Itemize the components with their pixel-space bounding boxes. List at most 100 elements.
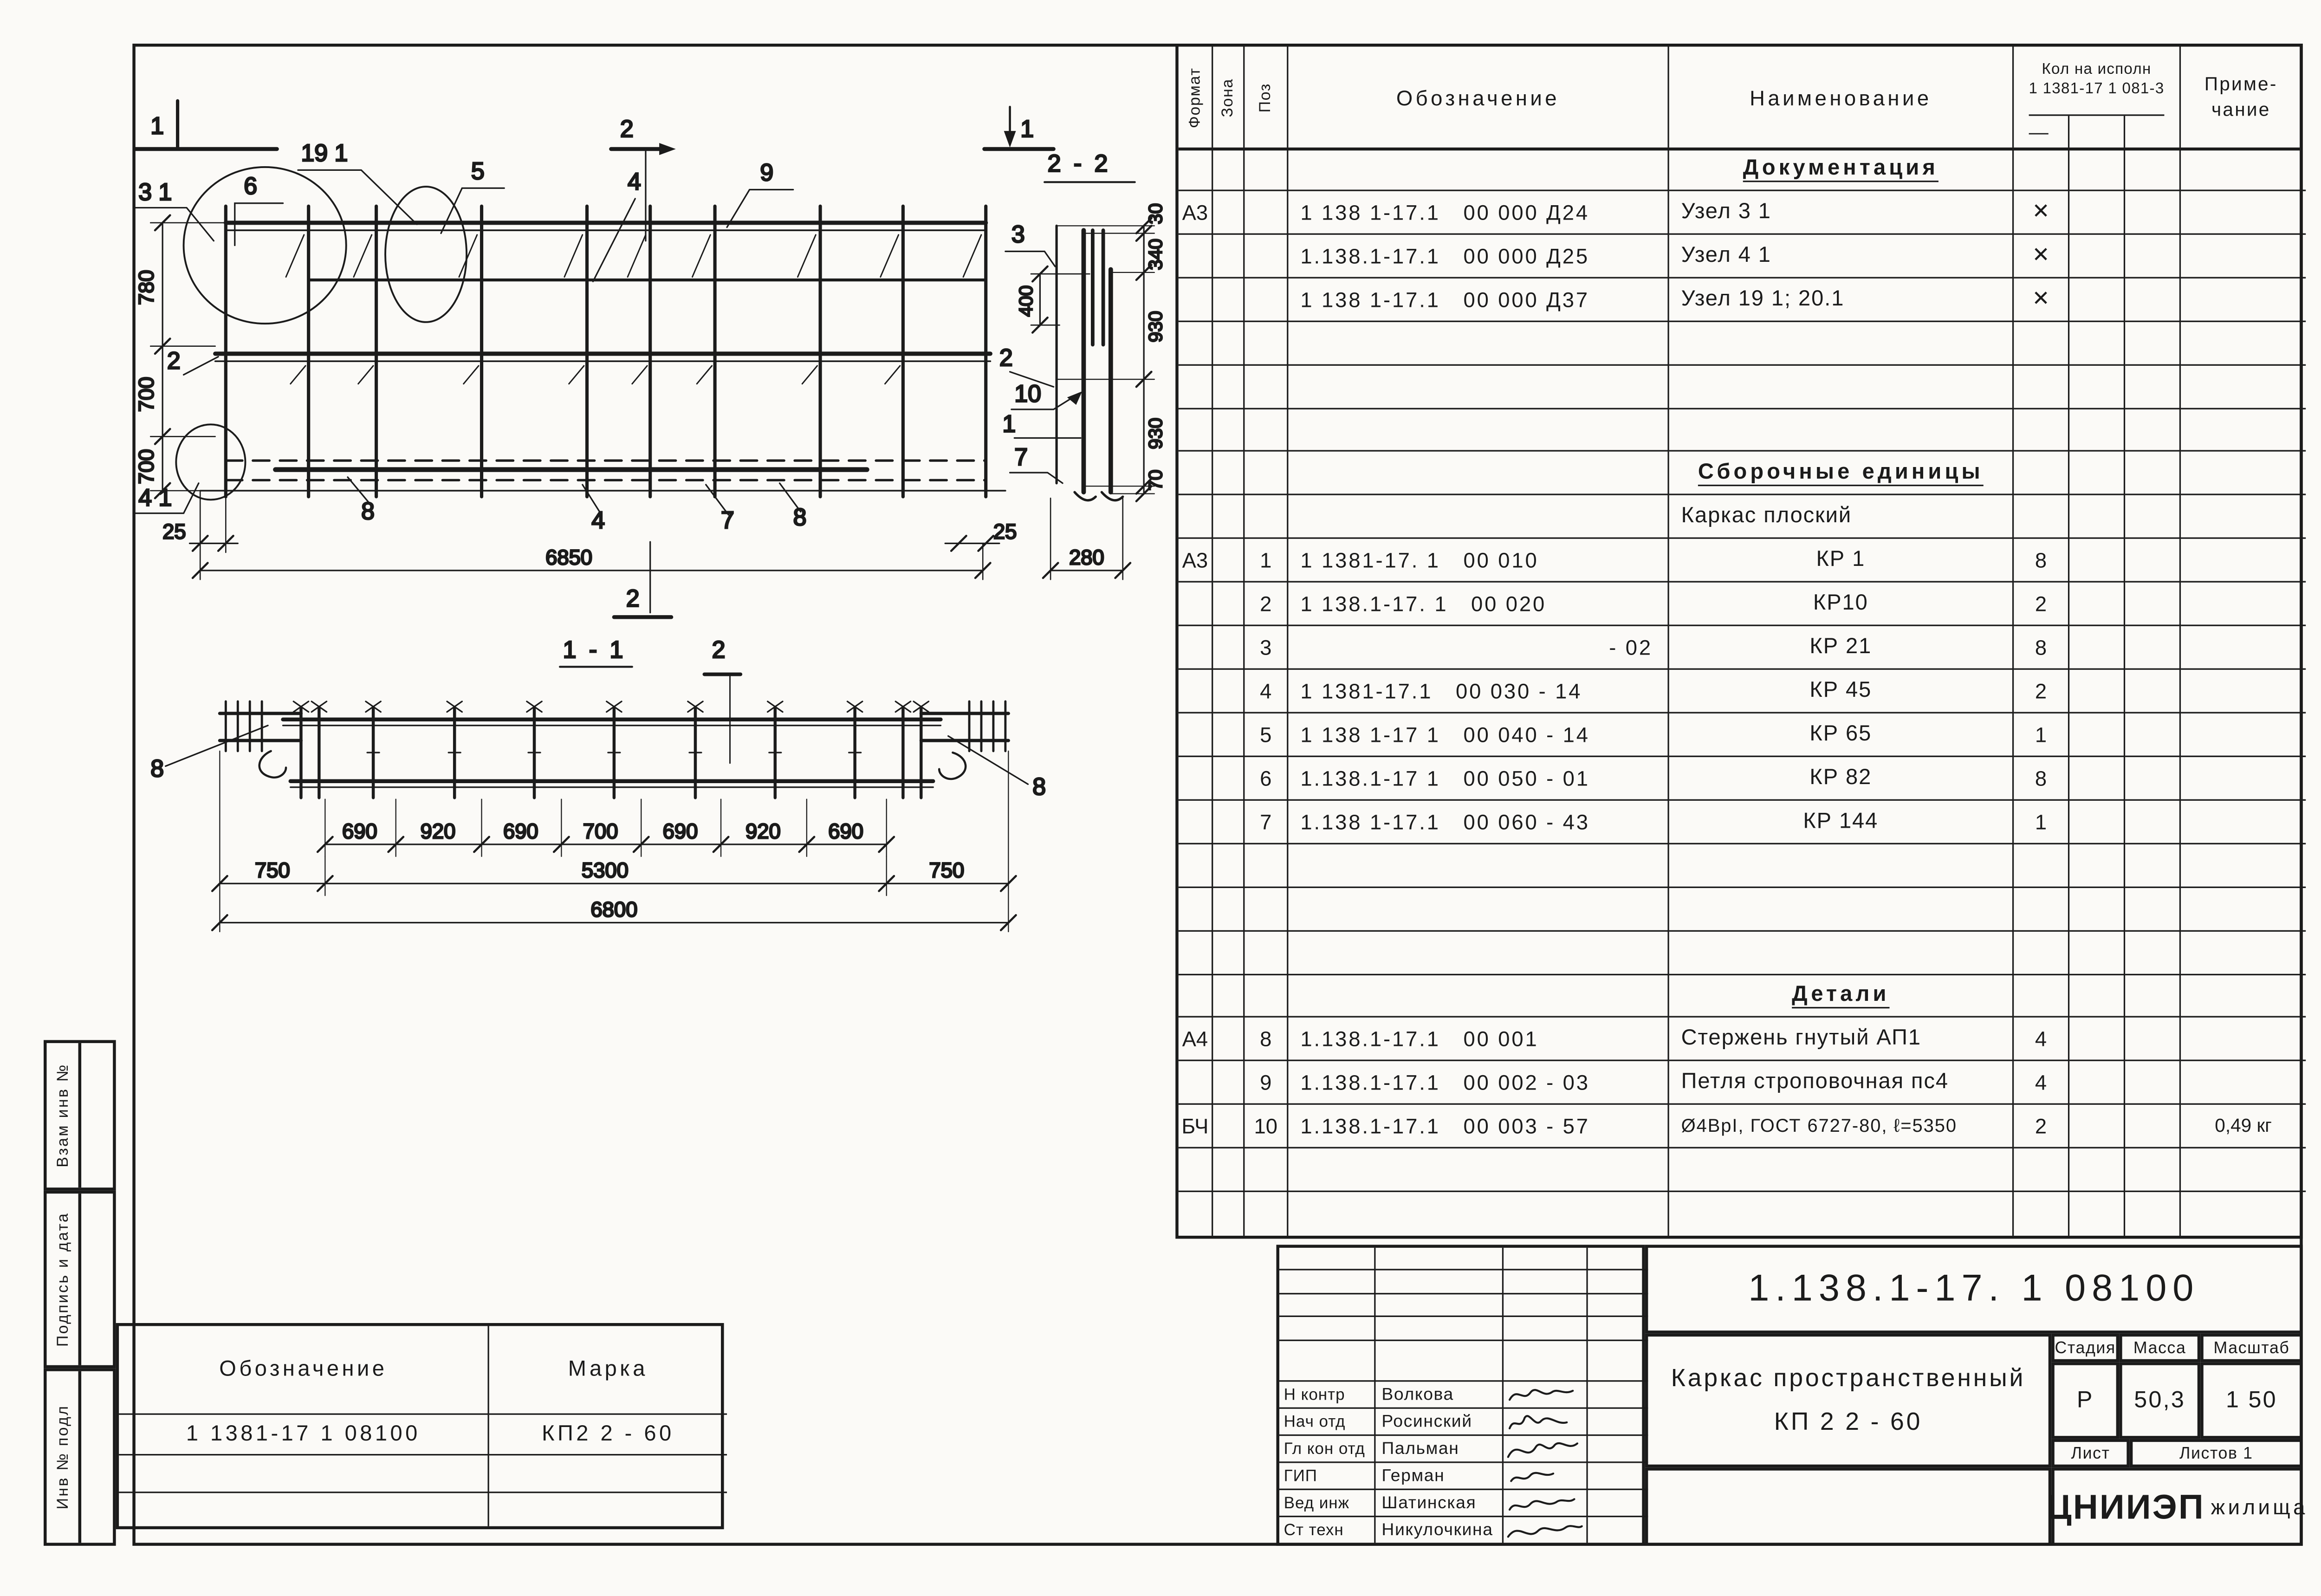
- mass-value: 50,3: [2134, 1387, 2186, 1413]
- designation-header: Обозначение: [119, 1326, 489, 1415]
- col-zone: Зона: [1213, 46, 1245, 148]
- doc-number: 1.138.1-17. 1 08100: [1748, 1267, 2200, 1310]
- mark-data-row: 1 1381-17 1 08100 КП2 2 - 60: [119, 1414, 727, 1456]
- mass-label-cell: Масса: [2119, 1333, 2201, 1362]
- callout-3-1: 3 1: [138, 178, 172, 205]
- section-2-2-dims: 30 340 930 930 70 280: [1042, 202, 1167, 580]
- dim-690: 690: [342, 819, 377, 843]
- product-name-cell: Каркас пространственный КП 2 2 - 60: [1645, 1333, 2052, 1468]
- mark-empty-row: [119, 1455, 727, 1493]
- col-qty: Кол на исполн 1 1381-17 1 081-3 —: [2013, 46, 2181, 148]
- qty-sub3: [2125, 116, 2180, 148]
- post-anchors: [292, 701, 930, 713]
- qty-line2: 1 1381-17 1 081-3: [2029, 80, 2165, 97]
- scale-value-cell: 1 50: [2200, 1362, 2303, 1439]
- sig-empty-row: [1279, 1247, 1648, 1270]
- dim-700: 700: [135, 377, 158, 412]
- mark-value: КП2 2 - 60: [489, 1415, 727, 1456]
- callout-8: 8: [793, 504, 807, 531]
- sig-name: Шатинская: [1375, 1490, 1504, 1518]
- margin-label-podpis: Подпись и дата: [54, 1212, 72, 1347]
- section-1-1-dims: 690 920 690 700 690 920 690 750 5300 750…: [211, 750, 1017, 933]
- col-poz: Поз: [1245, 46, 1289, 148]
- dim-6800: 6800: [590, 898, 637, 921]
- section-2-label: 2: [626, 585, 640, 612]
- spec-row: [1178, 1148, 2306, 1193]
- qty-line1: Кол на исполн: [2042, 61, 2152, 78]
- callout-10: 10: [1014, 380, 1041, 407]
- mark-header-row: Обозначение Марка: [119, 1326, 727, 1415]
- dim-340: 340: [1145, 239, 1166, 270]
- callout-1: 1: [1002, 410, 1016, 437]
- note-line2: чание: [2211, 98, 2271, 120]
- spec-row: [1178, 844, 2306, 888]
- product-line1: Каркас пространственный: [1671, 1364, 2026, 1392]
- callout-3: 3: [1011, 221, 1025, 247]
- doc-number-cell: 1.138.1-17. 1 08100: [1645, 1245, 2303, 1334]
- stage-value: Р: [2076, 1387, 2094, 1413]
- detail-circle-b: [175, 423, 246, 501]
- section-1-label: 1: [150, 112, 164, 139]
- plan-callouts: 3 1 6 19 1 5 4 9 2 4 1 8 4 7: [135, 138, 807, 534]
- note-line1: Приме-: [2204, 74, 2278, 96]
- divider: [78, 1371, 81, 1543]
- organization-cell: ЦНИИЭП жилища: [2046, 1467, 2305, 1546]
- mark-header: Марка: [489, 1326, 727, 1415]
- plan-view: 3 1 6 19 1 5 4 9 2 4 1 8 4 7: [134, 138, 1018, 580]
- poz-label: Поз: [1257, 82, 1275, 112]
- mark-empty-row: [119, 1493, 721, 1526]
- callout-5: 5: [471, 157, 485, 184]
- right-end-cluster: [919, 700, 1010, 780]
- mark-table: Обозначение Марка 1 1381-17 1 08100 КП2 …: [116, 1323, 727, 1530]
- detail-circle-a: [182, 166, 347, 325]
- signature-autograph: [1504, 1517, 1588, 1543]
- margin-cell-inv: Инв № подл: [44, 1368, 116, 1546]
- dim-930: 930: [1145, 418, 1166, 449]
- section-1-1-title: 1 - 1: [563, 636, 626, 663]
- qty-sub1: —: [2013, 116, 2069, 148]
- dim-750: 750: [255, 858, 290, 882]
- zone-label: Зона: [1219, 78, 1238, 117]
- spec-row: Каркас плоский: [1178, 495, 2306, 539]
- stage-value-cell: Р: [2051, 1362, 2120, 1439]
- col-name: Наименование: [1669, 46, 2014, 148]
- sheet-label: Лист: [2071, 1444, 2110, 1462]
- sig-name: Росинский: [1375, 1408, 1504, 1436]
- col-format: Формат: [1179, 46, 1213, 148]
- signature-autograph: [1504, 1408, 1588, 1436]
- dim-700: 700: [135, 449, 158, 484]
- sig-empty-row: [1279, 1270, 1648, 1294]
- lower-ties: [290, 365, 901, 385]
- section-2-2-callouts: 3 2 10 1 7: [998, 220, 1083, 484]
- scale-label-cell: Масштаб: [2200, 1333, 2303, 1362]
- callout-8: 8: [150, 755, 164, 782]
- signature-autograph: [1504, 1463, 1588, 1490]
- detail-circle-c: [384, 186, 468, 323]
- mass-label: Масса: [2133, 1339, 2186, 1357]
- dim-400: 400: [1015, 285, 1037, 317]
- dim-690: 690: [828, 819, 863, 843]
- empty-cell: [1645, 1467, 2052, 1546]
- sig-name: Волкова: [1375, 1382, 1504, 1409]
- callout-19-1: 19 1: [301, 139, 348, 166]
- dim-30: 30: [1145, 203, 1166, 224]
- stage-label: Стадия: [2055, 1339, 2116, 1357]
- sig-name: Герман: [1375, 1463, 1504, 1490]
- left-end-cluster: [218, 700, 303, 779]
- sig-name: Никулочкина: [1375, 1517, 1504, 1543]
- sig-role: Ст техн: [1279, 1517, 1376, 1543]
- spec-row: Детали: [1178, 974, 2306, 1019]
- scale-label: Масштаб: [2213, 1339, 2290, 1357]
- sig-empty-row: [1279, 1294, 1648, 1318]
